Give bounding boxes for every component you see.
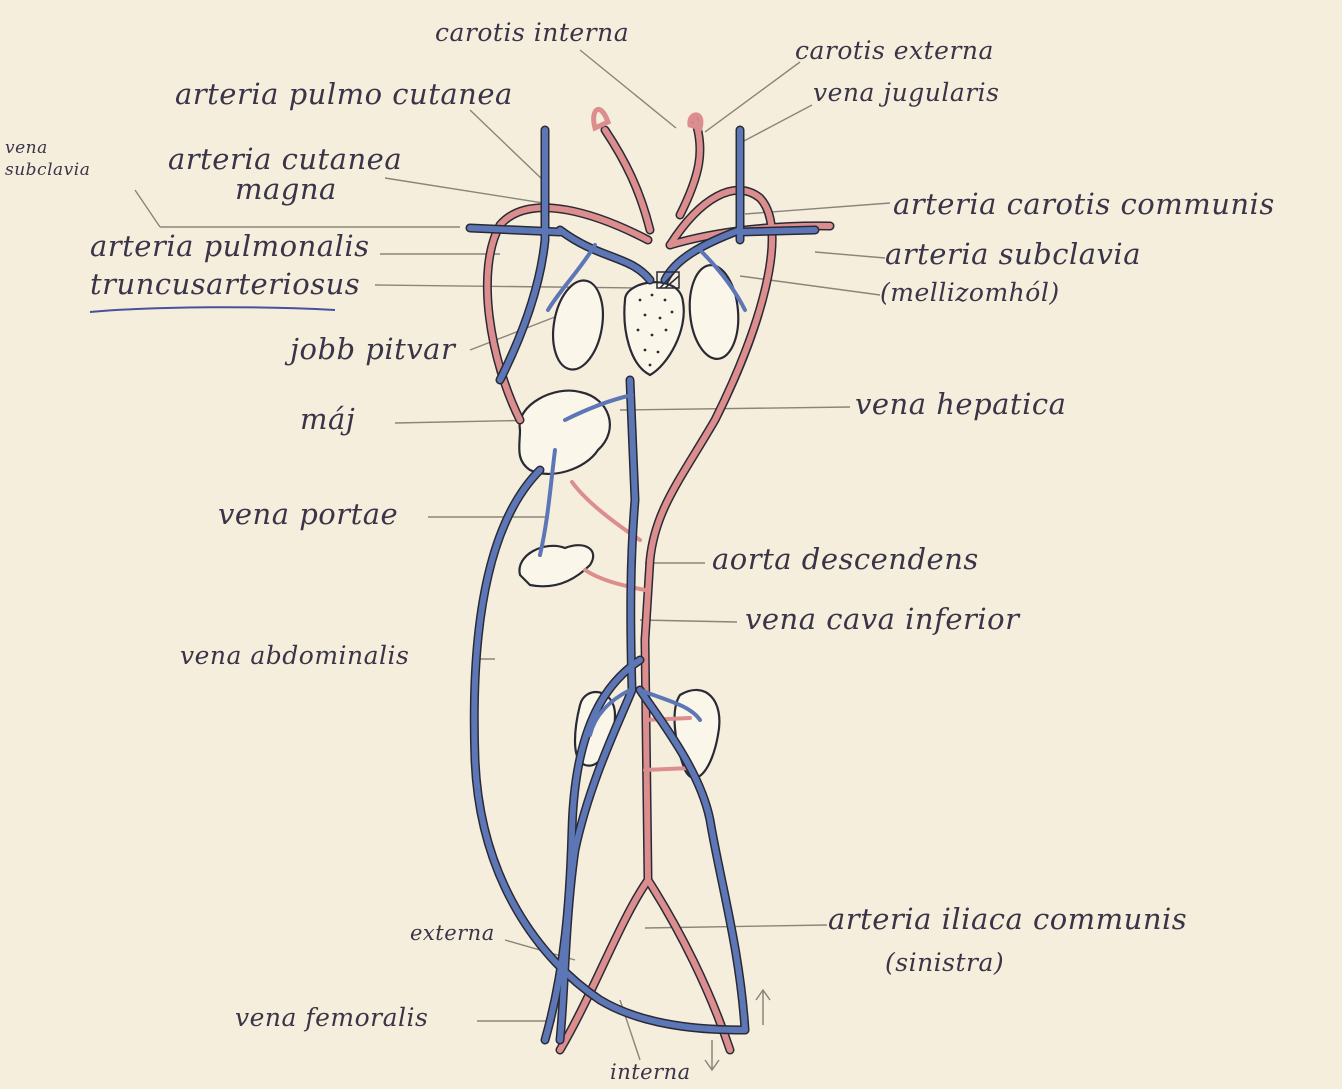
vena-subclavia-left [470,228,560,232]
label-arteria-subclavia: arteria subclavia [885,240,1141,269]
label-vena-subclavia-line2: subclavia [5,162,90,179]
veins [470,130,815,1040]
vena-subclavia-right [740,230,815,232]
label-aorta-descendens: aorta descendens [712,545,979,574]
label-vena-portae: vena portae [218,500,398,529]
label-externa: externa [410,923,495,944]
label-vena-hepatica: vena hepatica [855,390,1066,419]
label-arteria-cutanea-line2: magna [235,175,337,204]
label-carotis-interna: carotis interna [435,20,629,45]
label-mellizomhol: (mellizomhól) [880,280,1060,305]
label-arteria-carotis-communis: arteria carotis communis [893,190,1275,219]
label-vena-subclavia-line1: vena [5,140,48,157]
right-lung [686,263,742,361]
left-lung [547,277,610,374]
label-arteria-iliaca-communis-line1: arteria iliaca communis [828,905,1187,934]
label-arteria-cutanea-line1: arteria cutanea [168,145,402,174]
underline [90,307,335,312]
label-interna: interna [610,1062,691,1083]
carotis-left [605,130,650,230]
label-maj: máj [300,405,355,434]
vena-jugularis-left [500,130,545,380]
label-jobb-pitvar: jobb pitvar [290,335,455,364]
label-vena-femoralis: vena femoralis [235,1005,428,1030]
label-truncus-arteriosus: truncusarteriosus [90,270,360,299]
label-carotis-externa: carotis externa [795,38,994,63]
label-vena-abdominalis: vena abdominalis [180,643,409,668]
label-vena-cava-inferior: vena cava inferior [745,605,1019,634]
stomach [519,545,593,586]
label-arteria-pulmo-cutanea: arteria pulmo cutanea [175,80,513,109]
label-arteria-pulmonalis: arteria pulmonalis [90,232,370,261]
label-vena-jugularis: vena jugularis [813,80,1000,105]
right-kidney [675,690,720,778]
heart-ventricle [624,282,683,375]
liver [519,391,610,474]
label-arteria-iliaca-communis-line2: (sinistra) [885,950,1004,975]
